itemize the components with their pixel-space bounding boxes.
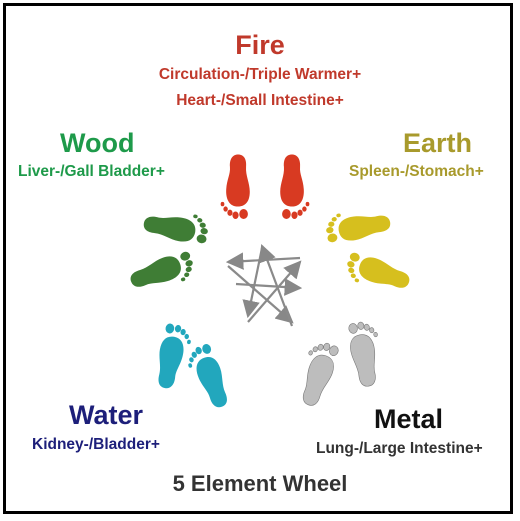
earth-title: Earth [403, 128, 472, 159]
wood-footprints [127, 206, 210, 298]
wood-upper-foot [142, 206, 211, 246]
wood-title: Wood [60, 128, 134, 159]
earth-line1: Spleen-/Stomach+ [349, 163, 484, 181]
fire-right-foot [280, 154, 309, 218]
fire-left-foot [221, 154, 250, 218]
fire-footprints [221, 154, 310, 218]
metal-footprints [292, 320, 386, 409]
earth-footprints [324, 205, 413, 299]
fire-line1: Circulation-/Triple Warmer+ [0, 66, 520, 84]
water-title: Water [69, 400, 143, 431]
metal-left-foot [292, 338, 341, 409]
metal-title: Metal [374, 404, 443, 435]
arrow-4 [228, 266, 292, 322]
metal-right-foot [346, 320, 386, 389]
diagram-title: 5 Element Wheel [0, 471, 520, 497]
arrow-6 [236, 284, 300, 288]
fire-line2: Heart-/Small Intestine+ [0, 92, 520, 110]
water-line1: Kidney-/Bladder+ [32, 436, 160, 454]
earth-upper-foot [324, 205, 393, 245]
cycle-arrows [228, 246, 300, 326]
arrow-2 [248, 262, 300, 322]
arrow-3 [228, 258, 300, 262]
water-footprints [153, 323, 232, 413]
wood-lower-foot [127, 249, 198, 298]
fire-title: Fire [0, 30, 520, 61]
water-left-foot [153, 323, 193, 392]
water-right-foot [183, 342, 232, 413]
metal-line1: Lung-/Large Intestine+ [316, 440, 483, 458]
wood-line1: Liver-/Gall Bladder+ [18, 163, 165, 181]
arrow-1 [248, 248, 262, 316]
earth-lower-foot [342, 250, 413, 299]
